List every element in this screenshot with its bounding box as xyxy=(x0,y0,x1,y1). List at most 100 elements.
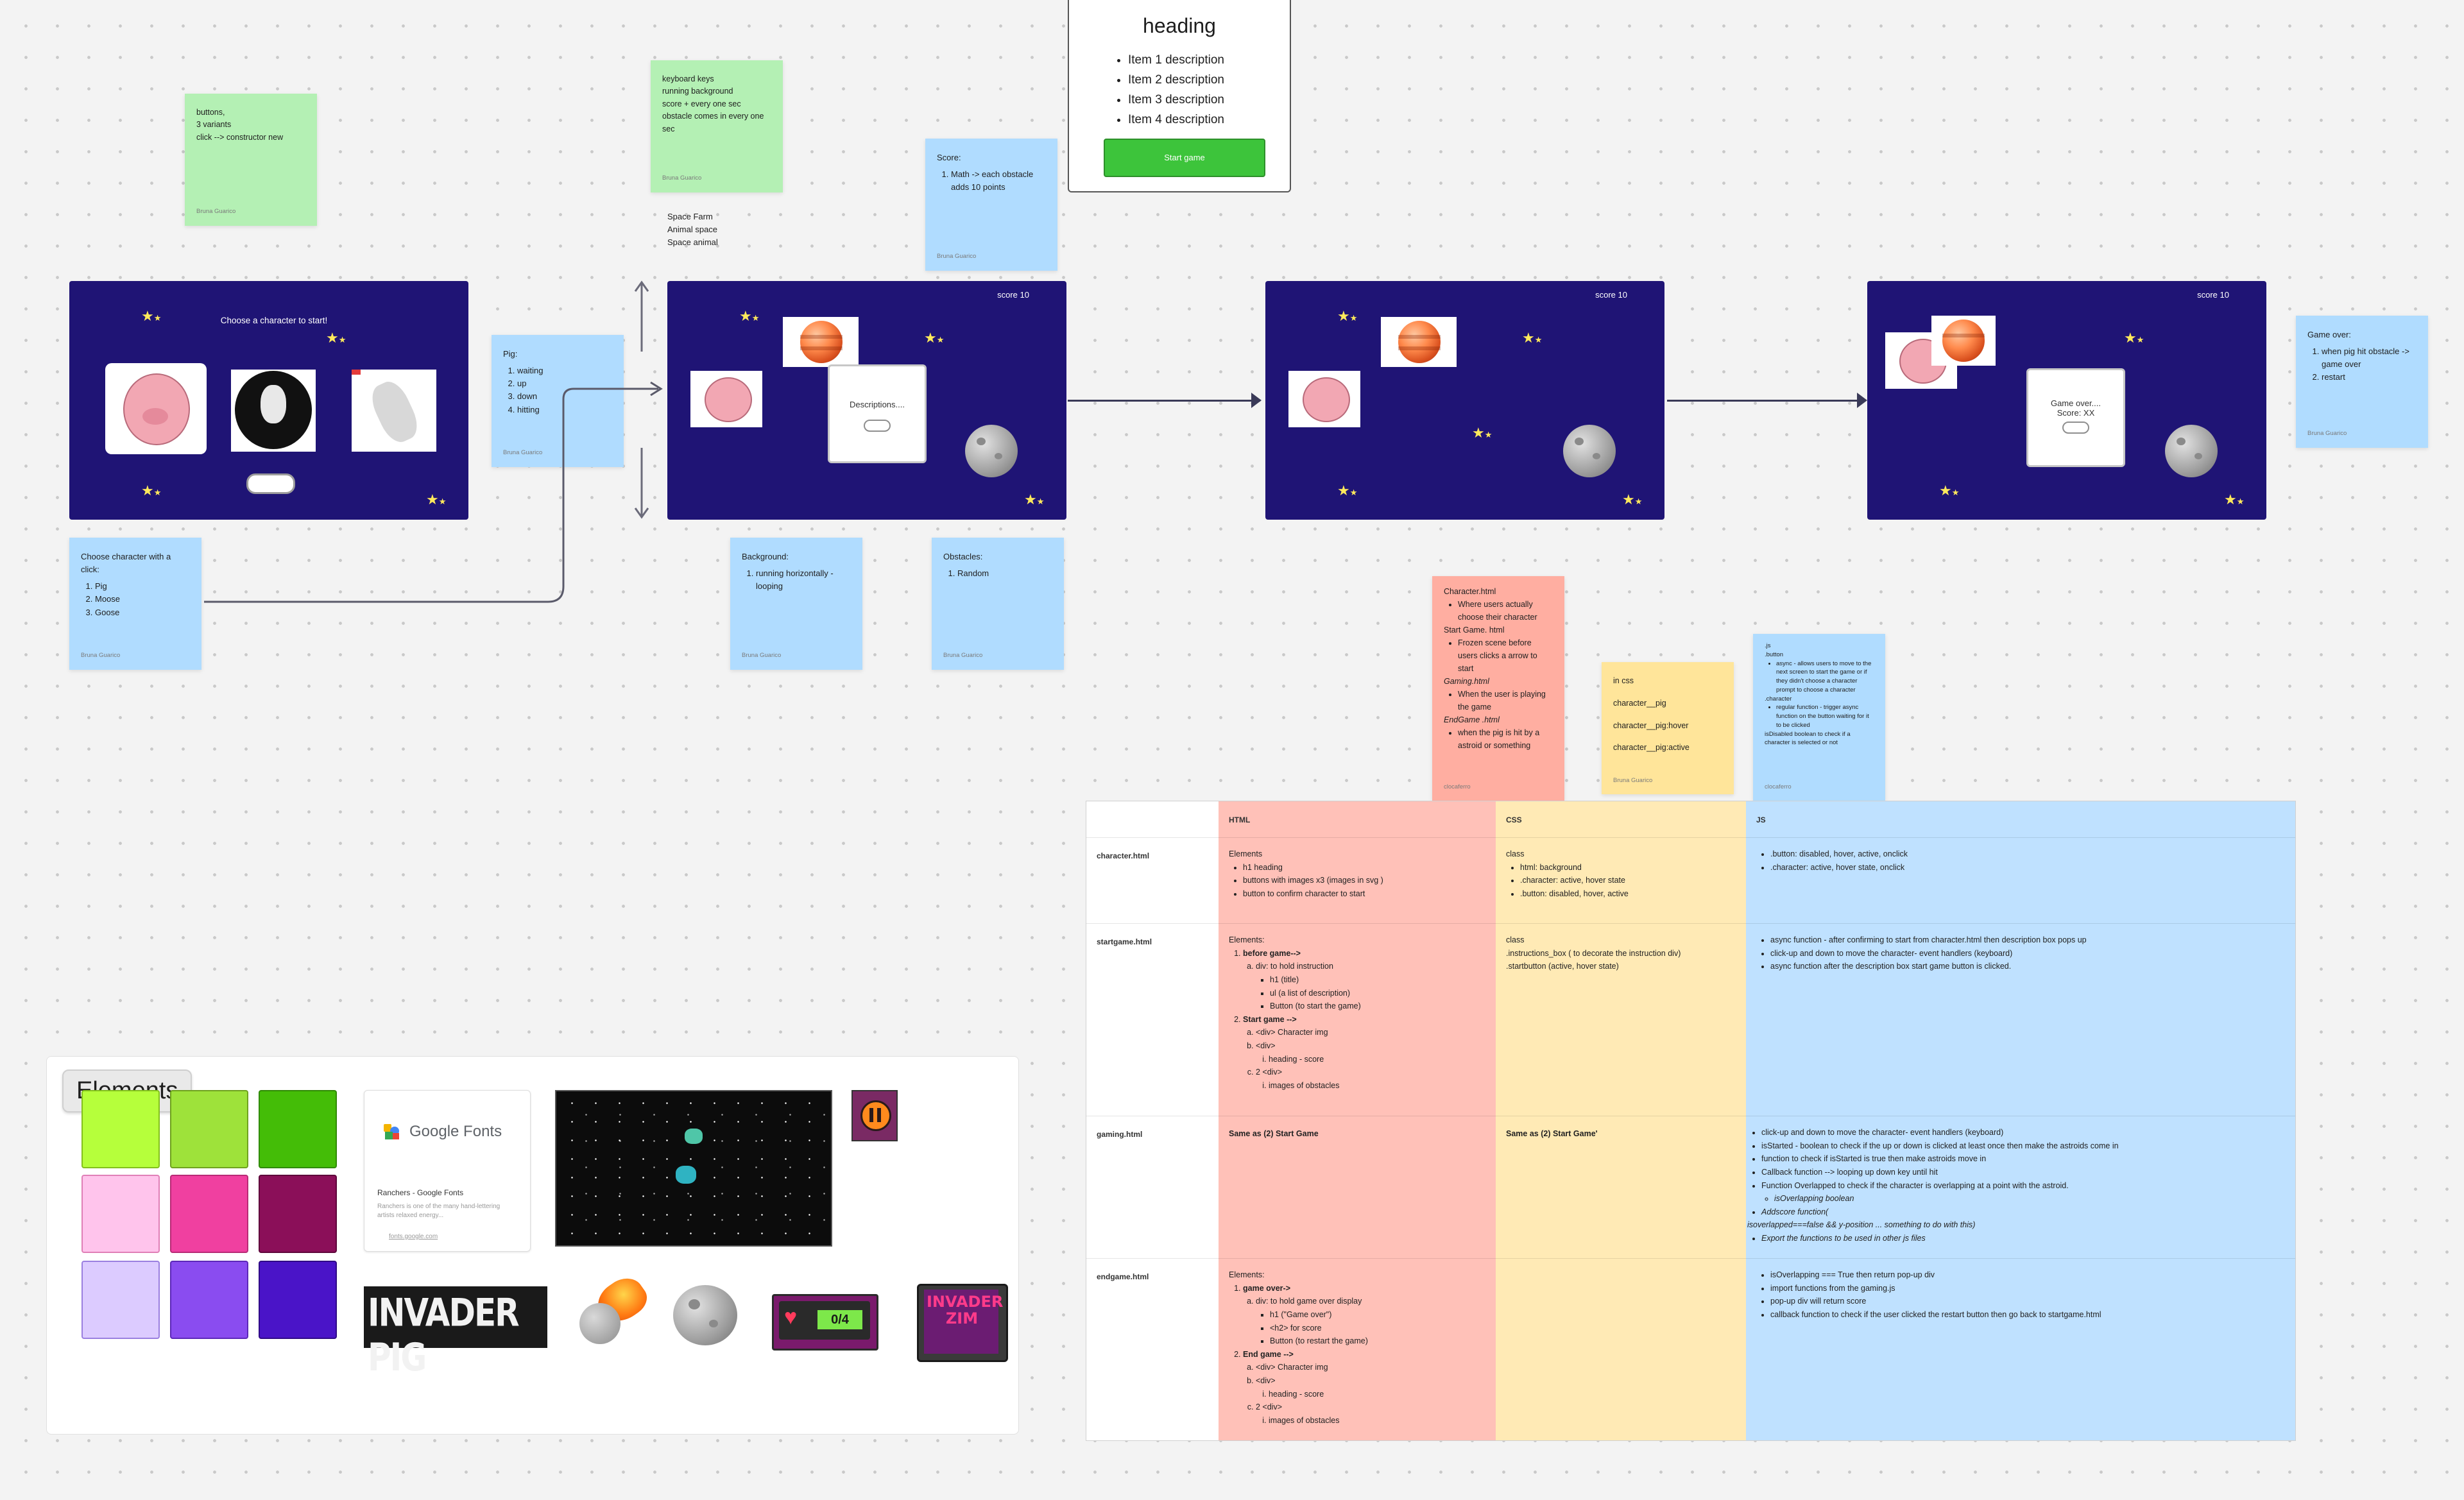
sticky-title: Choose character with a click: xyxy=(81,552,171,575)
sticky-text: buttons, 3 variants click --> constructo… xyxy=(196,108,284,142)
star-icon: ★★ xyxy=(426,491,447,507)
sticky-js-note[interactable]: .js .button async - allows users to move… xyxy=(1753,634,1885,801)
planet-obstacle xyxy=(1931,316,1996,366)
sticky-buttons-note[interactable]: buttons, 3 variants click --> constructo… xyxy=(185,94,317,226)
star-icon: ★★ xyxy=(1472,425,1493,441)
pages-plan-table: HTML CSS JS character.html Elements h1 h… xyxy=(1086,801,2296,1441)
score-label: score 10 xyxy=(997,290,1029,300)
list-item: hitting xyxy=(517,404,612,416)
note-line: character__pig:hover xyxy=(1613,720,1689,730)
note-line: character__pig xyxy=(1613,698,1666,708)
sticky-text: keyboard keys running background score +… xyxy=(662,74,764,133)
wireframe-item-list: Item 1 description Item 2 description It… xyxy=(1116,50,1224,130)
star-icon: ★★ xyxy=(1522,330,1543,346)
pig-character xyxy=(1288,371,1360,427)
js-cell: isOverlapping === True then return pop-u… xyxy=(1756,1268,2282,1322)
sticky-author: Bruna Guarico xyxy=(196,208,236,216)
choose-character-title: Choose a character to start! xyxy=(220,316,328,325)
color-swatch[interactable] xyxy=(259,1261,337,1339)
sticky-score-note[interactable]: Score: Math -> each obstacle adds 10 poi… xyxy=(925,139,1057,271)
heart-icon: ♥ xyxy=(784,1305,798,1329)
star-icon: ★★ xyxy=(326,330,346,346)
sticky-game-over-note[interactable]: Game over: when pig hit obstacle -> game… xyxy=(2296,316,2428,448)
color-swatch[interactable] xyxy=(170,1090,248,1168)
spaceship-icon xyxy=(685,1129,703,1144)
start-game-button[interactable]: Start game xyxy=(1104,139,1265,177)
planet-obstacle xyxy=(783,317,859,367)
note-line: Start Game. html xyxy=(1444,626,1505,635)
color-swatch[interactable] xyxy=(170,1175,248,1253)
frame-character-select: ★★ ★★ ★★ ★★ Choose a character to start! xyxy=(69,281,468,520)
google-fonts-link-card[interactable]: Google Fonts Ranchers - Google Fonts Ran… xyxy=(364,1090,531,1252)
submit-start-button[interactable] xyxy=(246,473,295,494)
list-item: down xyxy=(517,390,612,403)
html-cell: Same as (2) Start Game xyxy=(1229,1129,1319,1138)
note-line: .button xyxy=(1765,651,1784,658)
asteroid-obstacle xyxy=(965,425,1018,477)
js-cell: click-up and down to move the character-… xyxy=(1747,1126,2286,1245)
restart-button[interactable] xyxy=(2062,422,2089,434)
note-line: in css xyxy=(1613,676,1634,685)
star-icon: ★★ xyxy=(1337,482,1358,499)
color-swatch[interactable] xyxy=(81,1261,160,1339)
score-label: score 10 xyxy=(2197,290,2229,300)
asteroid-obstacle xyxy=(2165,425,2218,477)
score-text: Score: XX xyxy=(2057,408,2095,418)
sticky-css-note[interactable]: in css character__pig character__pig:hov… xyxy=(1602,662,1734,794)
sticky-choose-character-note[interactable]: Choose character with a click: Pig Moose… xyxy=(69,538,201,670)
js-column xyxy=(1746,801,2295,1440)
sticky-html-pages-note[interactable]: Character.html Where users actually choo… xyxy=(1432,576,1564,801)
character-goose-card[interactable] xyxy=(352,370,436,452)
pause-button-asset[interactable] xyxy=(851,1090,898,1141)
color-swatch[interactable] xyxy=(259,1090,337,1168)
list-item: Goose xyxy=(95,606,190,619)
elements-section: Elements Google Fonts Ranchers - Google … xyxy=(46,1056,1019,1435)
frame-gaming: score 10 ★★ ★★ ★★ ★★ ★★ xyxy=(1265,281,1664,520)
pause-icon xyxy=(860,1100,891,1131)
sticky-pig-note[interactable]: Pig: waiting up down hitting Bruna Guari… xyxy=(492,335,624,467)
js-cell: async function - after confirming to sta… xyxy=(1756,933,2282,973)
note-line: when the pig is hit by a astroid or some… xyxy=(1458,726,1553,752)
character-moose-card[interactable] xyxy=(231,370,316,452)
star-icon: ★★ xyxy=(1337,308,1358,324)
color-swatch[interactable] xyxy=(170,1261,248,1339)
sticky-author: Bruna Guarico xyxy=(503,449,543,457)
arrow-head-icon xyxy=(1857,393,1867,408)
color-swatch[interactable] xyxy=(81,1175,160,1253)
list-item: when pig hit obstacle -> game over xyxy=(2322,345,2417,371)
score-label: score 10 xyxy=(1595,290,1627,300)
rock-asteroid-icon xyxy=(673,1285,737,1345)
sticky-author: Bruna Guarico xyxy=(943,652,983,660)
frame-end-game: score 10 ★★ ★★ ★★ Game over.... Score: X… xyxy=(1867,281,2266,520)
star-icon: ★★ xyxy=(141,308,162,324)
note-line: When the user is playing the game xyxy=(1458,688,1553,713)
list-item: waiting xyxy=(517,364,612,377)
star-icon: ★★ xyxy=(141,482,162,499)
card-link[interactable]: fonts.google.com xyxy=(389,1233,438,1240)
star-icon: ★★ xyxy=(1024,491,1045,507)
row-name: character.html xyxy=(1097,851,1150,860)
modal-start-button[interactable] xyxy=(864,420,891,432)
star-icon: ★★ xyxy=(2124,330,2144,346)
character-pig-card[interactable] xyxy=(105,363,207,454)
sticky-keyboard-note[interactable]: keyboard keys running background score +… xyxy=(651,60,783,192)
css-cell: class .instructions_box ( to decorate th… xyxy=(1506,935,1681,971)
html-cell: Elements: before game--> div: to hold in… xyxy=(1229,933,1485,1093)
flow-arrow xyxy=(1667,400,1860,402)
sticky-obstacles-note[interactable]: Obstacles: Random Bruna Guarico xyxy=(932,538,1064,670)
css-cell: Same as (2) Start Game' xyxy=(1506,1129,1598,1138)
flow-arrow xyxy=(1068,400,1260,402)
color-swatch[interactable] xyxy=(259,1175,337,1253)
sticky-title: Score: xyxy=(937,153,961,162)
sticky-author: Bruna Guarico xyxy=(742,652,782,660)
sticky-background-note[interactable]: Background: running horizontally - loopi… xyxy=(730,538,862,670)
list-item: Item 1 description xyxy=(1128,50,1224,70)
asteroid-obstacle xyxy=(1563,425,1616,477)
html-cell: Elements: game over-> div: to hold game … xyxy=(1229,1268,1485,1428)
card-description: Ranchers is one of the many hand-letteri… xyxy=(377,1203,501,1219)
color-swatch[interactable] xyxy=(81,1090,160,1168)
list-item: Moose xyxy=(95,593,190,606)
list-item: Item 4 description xyxy=(1128,110,1224,130)
space-name-ideas: Space Farm Animal space Space animal xyxy=(667,212,718,248)
note-line: EndGame .html xyxy=(1444,715,1500,724)
